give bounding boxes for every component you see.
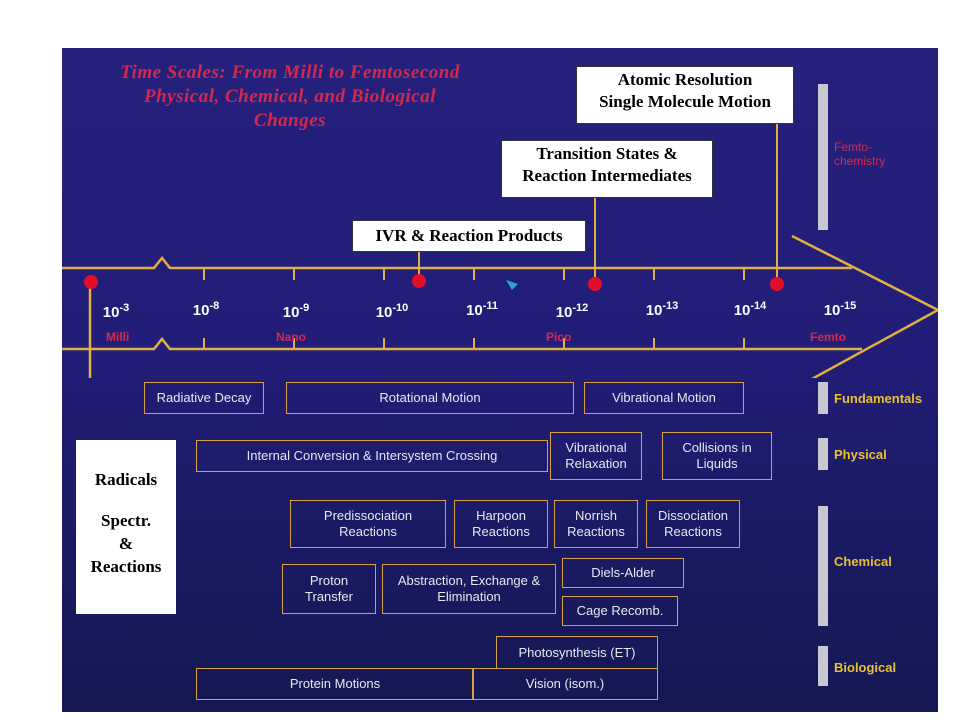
cursor-marker <box>506 280 518 290</box>
category-biological: Biological <box>834 660 897 675</box>
process-radiative-decay: Radiative Decay <box>144 382 264 414</box>
timescale-arrow <box>62 234 938 378</box>
category-fundamentals: Fundamentals <box>834 391 923 406</box>
callout-ts-line1: Transition States & <box>536 144 678 163</box>
process-cage-recomb: Cage Recomb. <box>562 596 678 626</box>
title-line-1: Time Scales: From Milli to Femtosecond <box>120 62 460 83</box>
fundamentals-bar <box>818 382 828 414</box>
radicals-line3: & <box>118 534 134 553</box>
axis-bottom-line <box>62 336 862 351</box>
axis-top-line <box>62 255 852 270</box>
callout-ts-line2: Reaction Intermediates <box>522 166 692 185</box>
unit-milli: Milli <box>106 330 130 344</box>
process-dissociation: Dissociation Reactions <box>646 500 740 548</box>
ivr-connector <box>418 250 420 282</box>
tick-label-1e-9: 10-9 <box>282 302 310 321</box>
tick-label-1e-3: 10-3 <box>102 302 130 321</box>
category-chemical: Chemical <box>834 554 892 569</box>
process-collisions-liquids: Collisions in Liquids <box>662 432 772 480</box>
process-vision: Vision (isom.) <box>472 668 658 700</box>
process-abstraction: Abstraction, Exchange & Elimination <box>382 564 556 614</box>
callout-ivr: IVR & Reaction Products <box>352 220 586 252</box>
marker-dot-ts <box>588 277 602 291</box>
unit-nano: Nano <box>276 330 306 344</box>
category-femtochemistry: Femto-chemistry <box>834 140 886 168</box>
title-line-2: Physical, Chemical, and Biological <box>144 86 436 107</box>
radicals-line1: Radicals <box>94 470 158 489</box>
process-internal-conversion: Internal Conversion & Intersystem Crossi… <box>196 440 548 472</box>
physical-bar <box>818 438 828 470</box>
slide: Time Scales: From Milli to Femtosecond P… <box>62 48 938 712</box>
atomic-connector <box>776 120 778 282</box>
unit-pico: Pico <box>546 330 572 344</box>
process-diels-alder: Diels-Alder <box>562 558 684 588</box>
process-protein-motions: Protein Motions <box>196 668 474 700</box>
tick-label-1e-15: 10-15 <box>823 300 857 319</box>
process-predissociation: Predissociation Reactions <box>290 500 446 548</box>
process-harpoon: Harpoon Reactions <box>454 500 548 548</box>
callout-transition-states: Transition States & Reaction Intermediat… <box>501 140 713 198</box>
process-vibrational-motion: Vibrational Motion <box>584 382 744 414</box>
arrow-head <box>791 234 938 378</box>
tick-label-1e-14: 10-14 <box>733 300 767 319</box>
tick-label-1e-10: 10-10 <box>375 302 409 321</box>
radicals-line4: Reactions <box>90 557 162 576</box>
biological-bar <box>818 646 828 686</box>
marker-dot-ivr <box>412 274 426 288</box>
process-photosynthesis: Photosynthesis (ET) <box>496 636 658 668</box>
ts-connector <box>594 194 596 282</box>
process-rotational-motion: Rotational Motion <box>286 382 574 414</box>
process-vibrational-relaxation: Vibrational Relaxation <box>550 432 642 480</box>
tick-label-1e-8: 10-8 <box>192 300 220 319</box>
radicals-line2: Spectr. <box>101 511 151 530</box>
callout-atomic-resolution: Atomic Resolution Single Molecule Motion <box>576 66 794 124</box>
tick-label-1e-13: 10-13 <box>645 300 679 319</box>
tick-label-1e-11: 10-11 <box>466 300 498 319</box>
process-norrish: Norrish Reactions <box>554 500 638 548</box>
tick-label-1e-12: 10-12 <box>555 302 589 321</box>
callout-atomic-line1: Atomic Resolution <box>617 70 753 89</box>
category-physical: Physical <box>834 447 887 462</box>
radicals-box: Radicals Spectr. & Reactions <box>76 440 176 614</box>
title-line-3: Changes <box>253 110 327 131</box>
femtochemistry-bar <box>818 84 828 230</box>
process-proton-transfer: Proton Transfer <box>282 564 376 614</box>
marker-dot-atomic <box>770 277 784 291</box>
marker-dot-milli <box>84 275 98 289</box>
chemical-bar <box>818 506 828 626</box>
unit-femto: Femto <box>810 330 846 344</box>
callout-atomic-line2: Single Molecule Motion <box>599 92 771 111</box>
